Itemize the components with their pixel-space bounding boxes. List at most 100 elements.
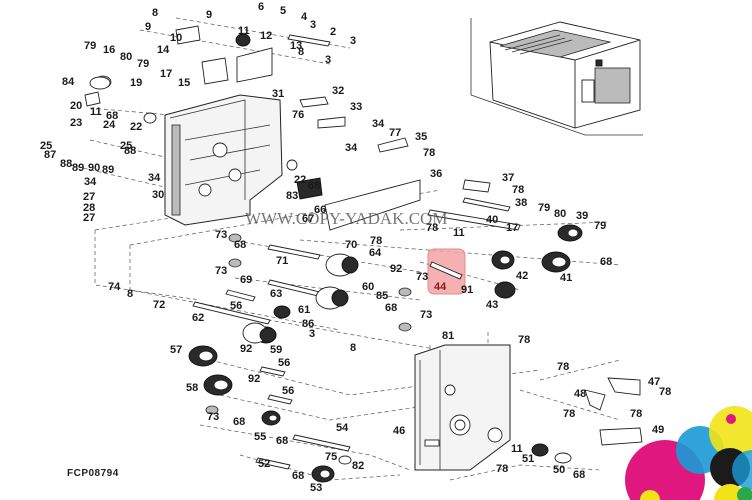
part-label-54[interactable]: 54 (336, 422, 349, 434)
part-label-34[interactable]: 34 (372, 118, 385, 130)
part-label-8[interactable]: 8 (127, 288, 133, 300)
part-label-68[interactable]: 68 (385, 302, 397, 314)
part-label-89[interactable]: 89 (102, 164, 114, 176)
part-label-71[interactable]: 71 (276, 255, 288, 267)
part-label-67[interactable]: 67 (302, 213, 314, 225)
part-label-58[interactable]: 58 (186, 382, 198, 394)
part-label-85[interactable]: 85 (376, 290, 388, 302)
part-label-17[interactable]: 17 (506, 222, 518, 234)
part-label-56[interactable]: 56 (278, 357, 290, 369)
part-label-92[interactable]: 92 (390, 263, 402, 275)
part-label-84[interactable]: 84 (62, 76, 75, 88)
part-label-78[interactable]: 78 (512, 184, 524, 196)
part-label-80[interactable]: 80 (120, 51, 132, 63)
part-label-78[interactable]: 78 (496, 463, 508, 475)
part-label-3[interactable]: 3 (310, 19, 316, 31)
part-label-78[interactable]: 78 (426, 222, 438, 234)
part-label-77[interactable]: 77 (389, 127, 401, 139)
part-label-19[interactable]: 19 (130, 77, 142, 89)
part-label-6[interactable]: 6 (258, 1, 264, 13)
part-label-42[interactable]: 42 (516, 270, 528, 282)
part-label-81[interactable]: 81 (442, 330, 454, 342)
part-label-41[interactable]: 41 (560, 272, 572, 284)
part-label-10[interactable]: 10 (170, 32, 182, 44)
part-label-36[interactable]: 36 (430, 168, 442, 180)
part-label-68[interactable]: 68 (233, 416, 245, 428)
part-label-73[interactable]: 73 (420, 309, 432, 321)
part-label-92[interactable]: 92 (240, 343, 252, 355)
part-label-44[interactable]: 44 (434, 281, 447, 293)
part-label-50[interactable]: 50 (553, 464, 565, 476)
part-label-62[interactable]: 62 (192, 312, 204, 324)
part-label-38[interactable]: 38 (515, 197, 527, 209)
part-label-79[interactable]: 79 (538, 202, 550, 214)
part-label-68[interactable]: 68 (308, 180, 320, 192)
part-label-28[interactable]: 28 (83, 202, 95, 214)
part-label-53[interactable]: 53 (310, 482, 322, 494)
part-label-16[interactable]: 16 (103, 44, 115, 56)
part-label-32[interactable]: 32 (332, 85, 344, 97)
part-label-25[interactable]: 25 (120, 140, 132, 152)
part-label-35[interactable]: 35 (415, 131, 427, 143)
part-label-56[interactable]: 56 (230, 300, 242, 312)
part-label-63[interactable]: 63 (270, 288, 282, 300)
part-label-52[interactable]: 52 (258, 458, 270, 470)
part-label-15[interactable]: 15 (178, 77, 190, 89)
part-label-60[interactable]: 60 (362, 281, 374, 293)
part-label-39[interactable]: 39 (576, 210, 588, 222)
part-label-80[interactable]: 80 (554, 208, 566, 220)
part-label-30[interactable]: 30 (152, 189, 164, 201)
part-label-25[interactable]: 25 (40, 140, 52, 152)
part-label-11[interactable]: 11 (238, 25, 250, 37)
part-label-69[interactable]: 69 (240, 274, 252, 286)
part-label-55[interactable]: 55 (254, 431, 266, 443)
part-label-76[interactable]: 76 (292, 109, 304, 121)
part-label-37[interactable]: 37 (502, 172, 514, 184)
part-label-88[interactable]: 88 (124, 145, 136, 157)
part-label-86[interactable]: 86 (302, 318, 314, 330)
part-label-66[interactable]: 66 (314, 204, 326, 216)
part-label-31[interactable]: 31 (272, 88, 284, 100)
part-label-14[interactable]: 14 (157, 44, 170, 56)
part-label-78[interactable]: 78 (630, 408, 642, 420)
part-label-88[interactable]: 88 (60, 158, 72, 170)
part-label-89[interactable]: 89 (72, 162, 84, 174)
part-label-68[interactable]: 68 (292, 470, 304, 482)
part-label-3[interactable]: 3 (350, 35, 356, 47)
part-label-11[interactable]: 11 (90, 106, 102, 118)
part-label-17[interactable]: 17 (160, 68, 172, 80)
part-label-34[interactable]: 34 (345, 142, 358, 154)
part-label-79[interactable]: 79 (84, 40, 96, 52)
part-label-59[interactable]: 59 (270, 344, 282, 356)
part-label-22[interactable]: 22 (294, 174, 306, 186)
part-label-5[interactable]: 5 (280, 5, 286, 17)
part-label-43[interactable]: 43 (486, 299, 498, 311)
part-label-91[interactable]: 91 (461, 284, 473, 296)
part-label-3[interactable]: 3 (309, 328, 315, 340)
part-label-23[interactable]: 23 (70, 117, 82, 129)
part-label-78[interactable]: 78 (423, 147, 435, 159)
part-label-61[interactable]: 61 (298, 304, 310, 316)
part-label-73[interactable]: 73 (416, 271, 428, 283)
part-label-78[interactable]: 78 (557, 361, 569, 373)
part-label-24[interactable]: 24 (103, 119, 116, 131)
part-label-27[interactable]: 27 (83, 191, 95, 203)
part-label-34[interactable]: 34 (84, 176, 97, 188)
part-label-9[interactable]: 9 (145, 21, 151, 33)
part-label-11[interactable]: 11 (453, 227, 465, 239)
part-label-75[interactable]: 75 (325, 451, 337, 463)
highlighted-part-44[interactable]: 44 (427, 248, 466, 295)
part-label-73[interactable]: 73 (215, 229, 227, 241)
part-label-79[interactable]: 79 (594, 220, 606, 232)
part-label-8[interactable]: 8 (298, 46, 304, 58)
part-label-12[interactable]: 12 (260, 30, 272, 42)
part-label-73[interactable]: 73 (207, 411, 219, 423)
part-label-51[interactable]: 51 (522, 453, 534, 465)
part-label-9[interactable]: 9 (206, 9, 212, 21)
part-label-20[interactable]: 20 (70, 100, 82, 112)
part-label-8[interactable]: 8 (350, 342, 356, 354)
part-label-78[interactable]: 78 (563, 408, 575, 420)
part-label-87[interactable]: 87 (44, 149, 56, 161)
part-label-11[interactable]: 11 (511, 443, 523, 455)
part-label-68[interactable]: 68 (234, 239, 246, 251)
